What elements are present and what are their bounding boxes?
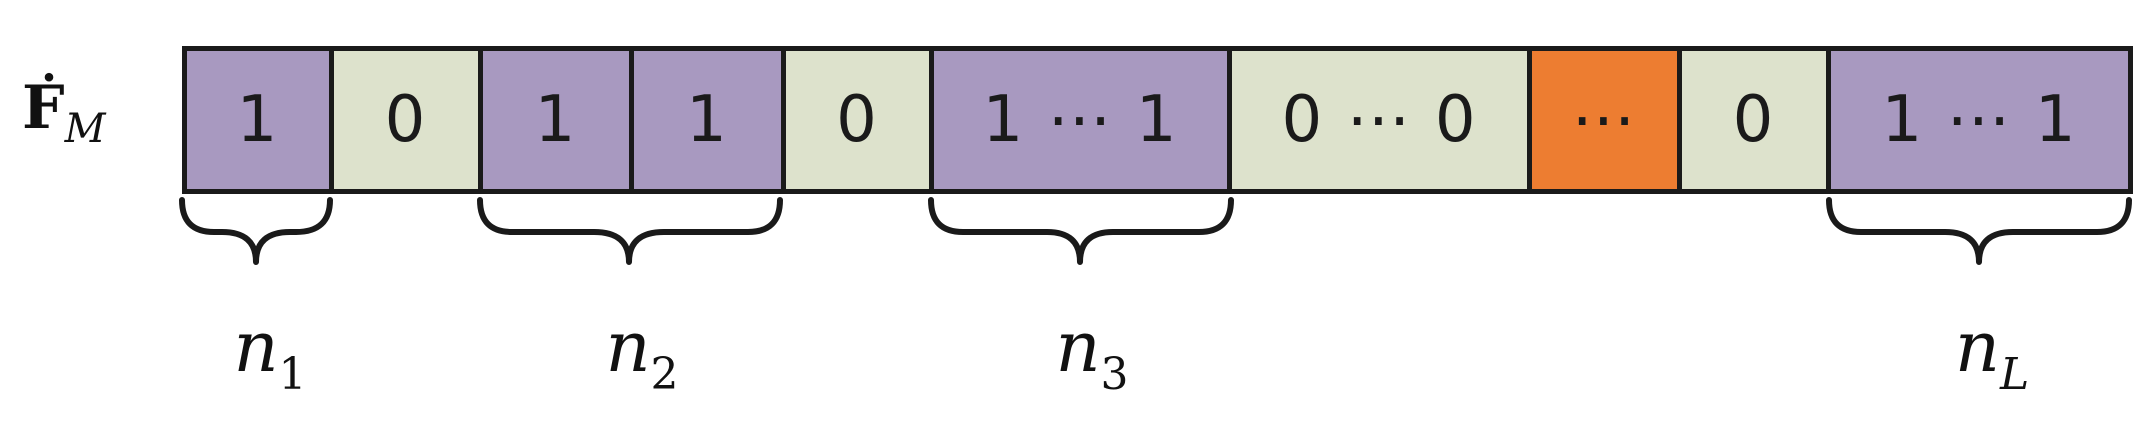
brace-nL xyxy=(1826,197,2132,265)
brace-label-n1-base: n xyxy=(233,306,279,388)
brace-n1 xyxy=(179,197,333,265)
row-label-dot: ˙ xyxy=(34,65,64,135)
cell-10: 1 ⋯ 1 xyxy=(1826,46,2133,194)
cell-4: 1 xyxy=(629,46,786,194)
row-label-symbol: F xyxy=(22,73,65,143)
brace-label-n2-sub: 2 xyxy=(650,349,679,400)
row-label-subscript: M xyxy=(64,106,106,152)
row-label: F˙M xyxy=(22,70,106,149)
brace-label-n1-sub: 1 xyxy=(278,349,307,400)
brace-label-n1: n1 xyxy=(233,312,306,397)
brace-n2 xyxy=(477,197,783,265)
brace-n3 xyxy=(928,197,1234,265)
brace-label-n3: n3 xyxy=(1055,312,1128,397)
brace-label-n3-base: n xyxy=(1055,306,1101,388)
brace-label-n2-base: n xyxy=(605,306,651,388)
brace-label-n3-sub: 3 xyxy=(1100,349,1129,400)
cell-5: 0 xyxy=(781,46,934,194)
cell-3: 1 xyxy=(478,46,634,194)
brace-label-n2: n2 xyxy=(605,312,678,397)
brace-label-nL-base: n xyxy=(1954,306,2000,388)
brace-label-nL-sub: L xyxy=(1999,349,2030,400)
brace-label-nL: nL xyxy=(1955,312,2029,397)
cell-2: 0 xyxy=(329,46,483,194)
cell-7: 0 ⋯ 0 xyxy=(1227,46,1532,194)
cell-6: 1 ⋯ 1 xyxy=(929,46,1232,194)
